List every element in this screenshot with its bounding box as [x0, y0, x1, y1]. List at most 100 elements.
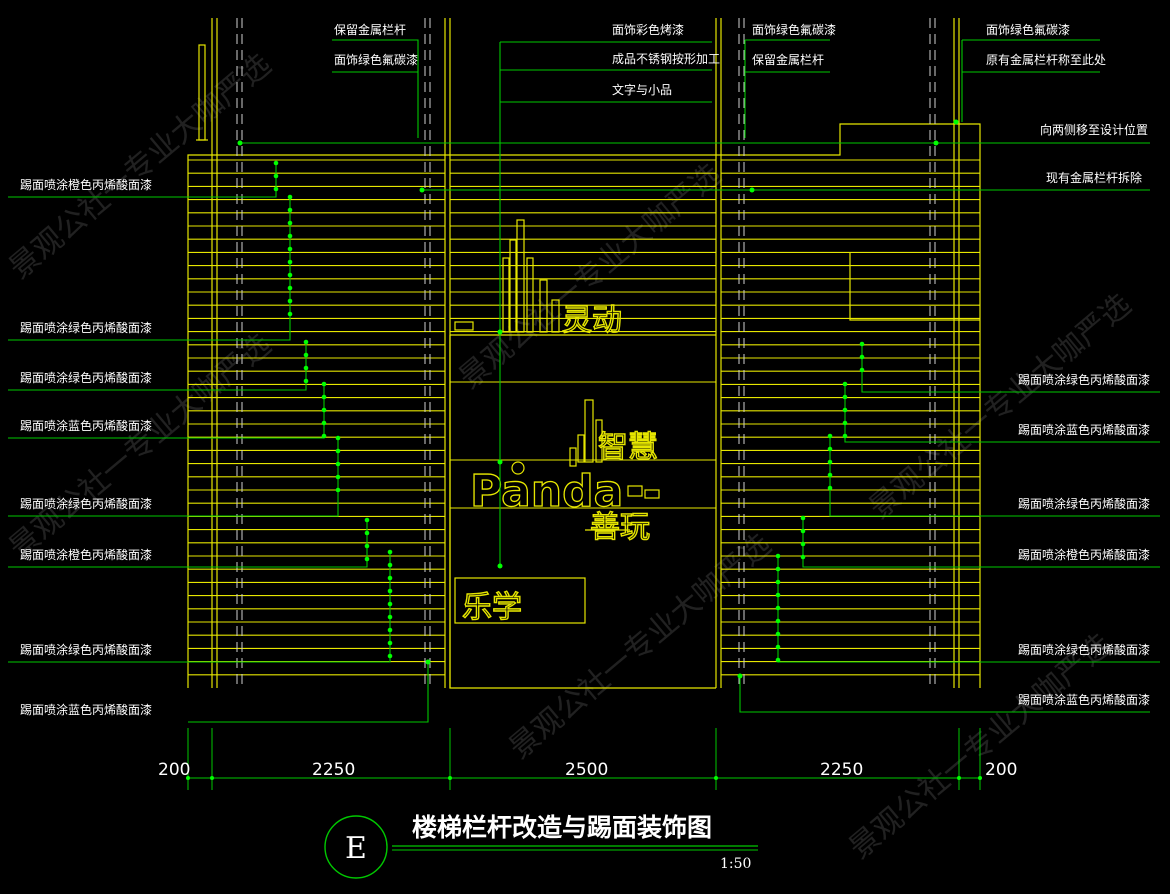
wall-text-shanwan: 善玩 — [590, 510, 650, 545]
note-keep-rail-right: 保留金属栏杆 — [752, 52, 824, 67]
riser-dot — [800, 554, 806, 560]
note-green-paint-far-right: 面饰绿色氟碳漆 — [986, 22, 1070, 37]
riser-dot — [335, 487, 341, 493]
riser-dot — [321, 394, 327, 400]
wall-text-zhihui: 智慧 — [598, 430, 658, 465]
note-text-figure: 文字与小品 — [612, 82, 672, 97]
left-riser-leader — [8, 197, 291, 341]
left-riser-note: 踢面喷涂绿色丙烯酸面漆 — [20, 496, 152, 511]
riser-dot — [775, 592, 781, 598]
note-green-paint-left: 面饰绿色氟碳漆 — [334, 52, 418, 67]
right-riser-leader — [802, 518, 1160, 568]
riser-dot — [364, 556, 370, 562]
dim-right-flight: 2250 — [820, 760, 863, 780]
dimension-line — [187, 728, 981, 790]
riser-dot — [321, 420, 327, 426]
wall-text-brand: Panda — [470, 466, 623, 517]
left-riser-note: 踢面喷涂蓝色丙烯酸面漆 — [20, 702, 152, 717]
wall-graphics — [454, 219, 660, 499]
note-keep-rail-left: 保留金属栏杆 — [334, 22, 406, 37]
title-block: E 楼梯栏杆改造与踢面装饰图 1:50 — [324, 813, 758, 879]
riser-dot — [335, 448, 341, 454]
dimension-ticks — [186, 776, 982, 780]
riser-dot — [827, 446, 833, 452]
riser-dot — [775, 644, 781, 650]
riser-dot — [273, 173, 279, 179]
riser-dot — [303, 365, 309, 371]
note-remove-rail: 现有金属栏杆拆除 — [1046, 170, 1142, 185]
section-circle — [324, 815, 388, 879]
left-riser-note: 踢面喷涂橙色丙烯酸面漆 — [20, 547, 152, 562]
riser-dot — [827, 472, 833, 478]
left-riser-note: 踢面喷涂绿色丙烯酸面漆 — [20, 370, 152, 385]
riser-dot — [775, 618, 781, 624]
riser-dot — [364, 543, 370, 549]
center-wall-step — [449, 335, 716, 689]
riser-dot — [387, 653, 393, 659]
left-riser-note: 踢面喷涂橙色丙烯酸面漆 — [20, 177, 152, 192]
riser-dot — [842, 407, 848, 413]
watermark: 景观公社一专业大咖严选 — [453, 157, 728, 396]
right-riser-note: 踢面喷涂绿色丙烯酸面漆 — [1018, 372, 1150, 387]
riser-dot — [800, 528, 806, 534]
riser-dot — [303, 352, 309, 358]
riser-dot — [387, 575, 393, 581]
riser-dot — [364, 517, 370, 523]
riser-dot — [775, 631, 781, 637]
stair-structure — [187, 18, 981, 689]
riser-dot — [287, 194, 293, 200]
dim-center: 2500 — [565, 760, 608, 780]
riser-dot — [287, 298, 293, 304]
riser-dot — [335, 461, 341, 467]
riser-dot — [387, 588, 393, 594]
riser-dot — [287, 285, 293, 291]
note-rail-extends: 原有金属栏杆称至此处 — [986, 52, 1106, 67]
right-riser-note: 踢面喷涂绿色丙烯酸面漆 — [1018, 496, 1150, 511]
riser-dot — [287, 311, 293, 317]
riser-dot — [842, 420, 848, 426]
riser-dot — [859, 367, 865, 373]
wall-text: 灵动 智慧 Panda 善玩 乐学 — [461, 302, 658, 625]
riser-dot — [800, 541, 806, 547]
lexue-panel — [454, 577, 586, 624]
right-callouts: 踢面喷涂绿色丙烯酸面漆踢面喷涂蓝色丙烯酸面漆踢面喷涂绿色丙烯酸面漆踢面喷涂橙色丙… — [775, 341, 1160, 707]
riser-dot — [859, 354, 865, 360]
riser-dot — [800, 515, 806, 521]
riser-dot — [287, 272, 293, 278]
stair-outline — [187, 123, 981, 688]
wall-text-lexue: 乐学 — [462, 590, 522, 625]
wall-text-lingdong: 灵动 — [562, 303, 622, 338]
right-riser-note: 踢面喷涂橙色丙烯酸面漆 — [1018, 547, 1150, 562]
riser-dot — [775, 605, 781, 611]
riser-dot — [335, 474, 341, 480]
left-riser-leader — [8, 552, 391, 663]
riser-dot — [827, 459, 833, 465]
dim-left-flight: 2250 — [312, 760, 355, 780]
leader-dots — [237, 119, 959, 679]
riser-dot — [287, 259, 293, 265]
drawing-scale: 1:50 — [720, 856, 751, 872]
note-move-to-design: 向两侧移至设计位置 — [1040, 122, 1148, 137]
note-green-paint-right: 面饰绿色氟碳漆 — [752, 22, 836, 37]
riser-dot — [364, 530, 370, 536]
riser-dot — [287, 233, 293, 239]
riser-dot — [387, 601, 393, 607]
left-riser-note: 踢面喷涂绿色丙烯酸面漆 — [20, 642, 152, 657]
riser-dot — [303, 339, 309, 345]
right-riser-note: 踢面喷涂蓝色丙烯酸面漆 — [1018, 422, 1150, 437]
riser-dot — [287, 207, 293, 213]
left-riser-note: 踢面喷涂绿色丙烯酸面漆 — [20, 320, 152, 335]
section-mark: E — [345, 831, 367, 866]
riser-dot — [387, 614, 393, 620]
dimension-labels: 200 2250 2500 2250 200 — [158, 760, 1017, 780]
dim-left-edge: 200 — [158, 760, 190, 780]
stair-treads — [188, 159, 980, 676]
riser-dot — [387, 562, 393, 568]
riser-dot — [775, 579, 781, 585]
riser-dot — [287, 246, 293, 252]
riser-dot — [321, 407, 327, 413]
riser-dot — [827, 433, 833, 439]
riser-dot — [842, 381, 848, 387]
left-riser-leader — [8, 520, 368, 568]
